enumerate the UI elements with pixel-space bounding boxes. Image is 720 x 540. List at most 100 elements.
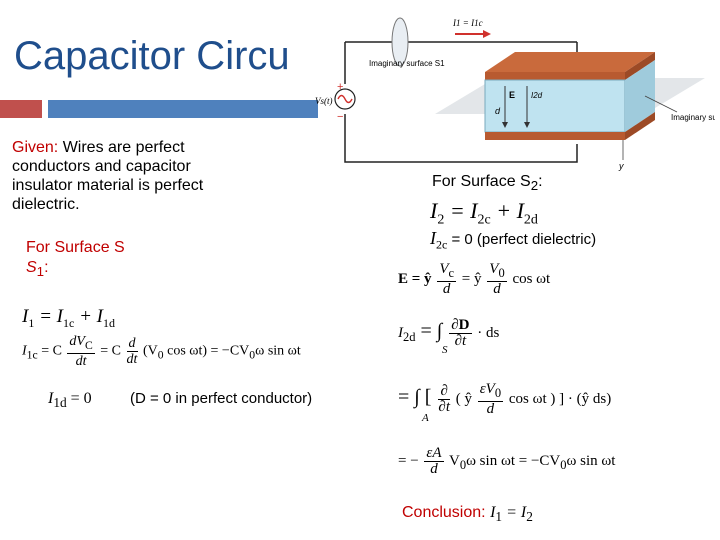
eq-line3-tail: cos ωt ) ] · (ŷ ds) [505,390,612,407]
eq-i1-lhs-sub: 1 [28,315,35,330]
eq-i1c-tail3: ω sin ωt [255,343,301,359]
eq-i1c-eq1: = C [37,343,66,359]
capacitor-side-top [625,52,655,80]
title-accent-bar-blue [48,100,318,118]
y-axis-label: y [618,161,624,171]
capacitor-circuit-figure: I1 = I1c + − Vs(t) Imaginary surface S1 … [315,17,715,171]
title-accent-bar-red [0,100,42,118]
eq-i2d-lhs-sub: 2d [403,329,416,344]
equation-i1d: I1d = 0 [48,390,92,411]
eq-i2d-frac: ∂D∂t [449,317,472,349]
eq-i2d-lhs: I [398,324,403,341]
equation-i2c: I2c = 0 (perfect dielectric) [430,228,596,253]
conclusion-rhs-sub: 2 [526,509,533,525]
eq-i2d-num: ∂D [449,317,472,334]
eq-i2d-tail: · ds [473,324,500,341]
conclusion: Conclusion: I1 = I2 [402,504,533,525]
eq-e-den1: d [442,281,451,297]
eq-i1c-den2: dt [126,351,138,367]
given-block: Given: Wires are perfect conductors and … [12,138,232,214]
surface2-heading-text: For Surface S [432,173,531,190]
current-label: I1 = I1c [452,18,483,28]
eq-line3-frac1: ∂∂t [438,384,451,415]
eq-i2c-lhs: I [430,228,436,248]
eq-i2c-lhs-sub: 2c [436,237,448,252]
source-label: Vs(t) [315,96,333,106]
eq-i1-mid-sub: 1c [62,315,75,330]
capacitor-bottom-plate [485,132,625,140]
eq-i1d-lhs-sub: 1d [53,395,67,411]
eq-i1c-tail-sub2: 0 [249,348,256,362]
surface1-heading: For Surface S S1: [26,239,125,280]
eq-i2d-eq: = ∫ [415,319,448,342]
eq-i1-mid: = I [34,306,63,327]
eq-i1c-tail: (V [139,343,158,359]
eq-line4-num: εA [424,445,444,462]
eq-i1d-rhs: = 0 [66,390,92,407]
capacitor-dielectric [484,79,626,133]
eq-i1c-num1-sub: C [84,338,93,352]
eq-line4-tail2: ω sin ωt = −CV [466,452,561,469]
eq-e-num1: V [439,261,449,277]
eq-i2-rhs-sub: 2d [523,212,538,228]
eq-line4-tail-sub: 0 [459,457,467,472]
eq-i1-lhs: I [22,306,29,327]
eq-e-num1-sub: c [448,266,455,280]
eq-e-tail: cos ωt [508,270,551,287]
capacitor-top-plate [485,52,655,72]
surface2-heading-sub: 2 [530,178,539,194]
source-plus: + [337,81,343,93]
eq-i2-lhs: I [430,198,438,223]
d-label: d [495,106,501,116]
eq-line3-den2: d [486,401,495,417]
eq-i1c-num1: dV [69,334,85,349]
eq-i1c-den1: dt [75,353,87,369]
eq-i2-lhs-sub: 2 [437,212,445,228]
conclusion-lhs-sub: 1 [495,509,503,525]
field-label: E [509,90,515,100]
surface1-heading-suffix: : [44,259,49,276]
eq-line4-eq: = − [398,452,423,469]
eq-i2d-den: ∂t [454,333,467,349]
ac-wave-icon [337,94,353,104]
eq-line3-den: ∂t [438,399,451,415]
eq-e-den2: d [493,281,501,297]
eq-i1-rhs: + I [74,306,103,327]
current-arrowhead-icon [483,30,491,38]
eq-line3-num2-sub: 0 [494,386,502,400]
surface-s1-label: Imaginary surface S1 [369,59,445,68]
eq-line4-tail3: ω sin ωt [566,452,616,469]
eq-e-num2-sub: 0 [498,266,505,280]
eq-line4-tail-sub2: 0 [560,457,567,472]
conclusion-label: Conclusion: [402,504,486,521]
eq-line3-num: ∂ [438,384,451,400]
eq-i1c-num2: d [126,335,138,352]
slide-title: Capacitor Circu [14,34,290,78]
given-label: Given: [12,139,59,156]
surface-s2-leader [644,95,678,113]
eq-line4-den: d [430,461,438,477]
eq-e-num2: V [489,261,499,277]
capacitor-side-bottom [625,112,655,140]
eq-e-lhs: E = ŷ [398,270,436,287]
eq-line3-int-sub: A [422,412,429,424]
surface1-heading-text: For Surface S [26,239,125,256]
conclusion-mid: = I [502,504,527,521]
circuit-wire [344,41,578,163]
eq-i2-rhs: + I [490,198,524,223]
field-arrowhead-icon [502,122,508,128]
given-text: Wires are perfect conductors and capacit… [12,139,204,213]
eq-line3-mid: ( ŷ [452,390,476,407]
surface-s1-shape [391,17,409,67]
surface-s2-label: Imaginary surface S2 [671,113,715,122]
capacitor-top-edge [485,72,625,80]
eq-i1c-lhs: I [22,343,27,359]
eq-i2c-rhs: = 0 (perfect dielectric) [447,231,597,248]
